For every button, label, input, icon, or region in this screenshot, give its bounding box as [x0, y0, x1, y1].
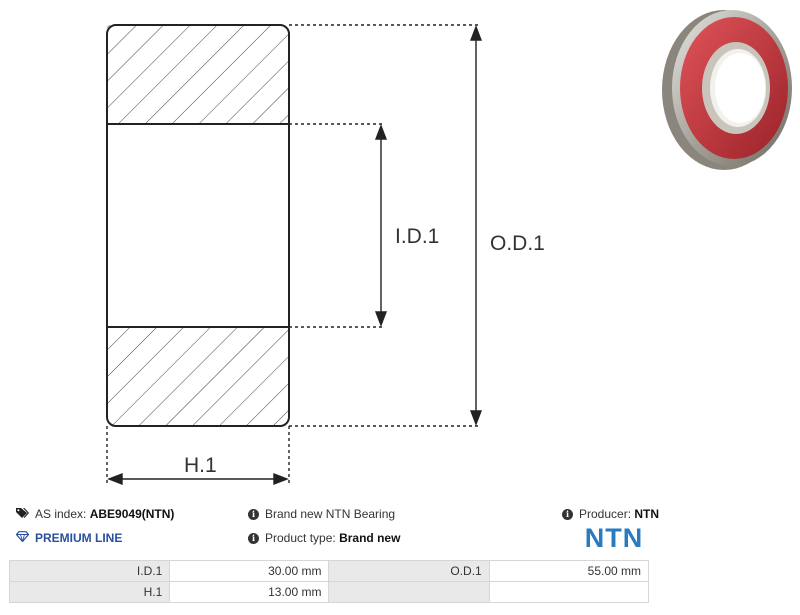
producer-value: NTN	[634, 507, 660, 521]
id-label: I.D.1	[395, 225, 439, 248]
table-row: I.D.1 30.00 mm O.D.1 55.00 mm	[8, 560, 650, 582]
ntn-logo-text: NTN	[585, 524, 644, 550]
spec-value: 30.00 mm	[169, 560, 330, 582]
info-icon: i	[562, 508, 573, 520]
spec-key: H.1	[8, 581, 171, 603]
h-arrow-left	[107, 472, 123, 486]
spec-value: 13.00 mm	[169, 581, 330, 603]
brand-new-line: i Brand new NTN Bearing	[248, 507, 395, 521]
producer-label: Producer:	[579, 507, 632, 521]
upper-section-hatch	[107, 25, 289, 124]
spec-table: I.D.1 30.00 mm O.D.1 55.00 mm H.1 13.00 …	[8, 560, 650, 603]
h-arrow-right	[273, 472, 289, 486]
spec-key: I.D.1	[8, 560, 171, 582]
spec-value: 55.00 mm	[488, 560, 650, 582]
as-index-line: AS index: ABE9049(NTN)	[16, 507, 174, 521]
producer-line: i Producer: NTN	[562, 507, 659, 521]
brand-new-text: Brand new NTN Bearing	[265, 507, 396, 521]
as-index-value: ABE9049(NTN)	[89, 507, 175, 521]
h-label: H.1	[184, 454, 217, 477]
bearing-outline	[106, 24, 290, 427]
diamond-icon	[15, 531, 30, 545]
id-arrow-bottom	[374, 311, 388, 327]
as-index-label: AS index:	[35, 507, 87, 521]
od-label: O.D.1	[490, 232, 545, 255]
product-type-line: i Product type: Brand new	[248, 531, 400, 545]
product-type-label: Product type:	[265, 531, 336, 545]
id-arrow-top	[374, 124, 388, 140]
tags-icon	[16, 507, 29, 521]
ntn-logo: NTN	[585, 524, 644, 550]
table-row: H.1 13.00 mm	[8, 581, 650, 603]
premium-line-label: PREMIUM LINE	[35, 531, 123, 545]
bearing-photo	[662, 10, 792, 170]
info-icon: i	[248, 508, 259, 520]
od-arrow-top	[469, 25, 483, 41]
spec-value	[488, 581, 650, 603]
lower-section-hatch	[107, 327, 289, 426]
product-type-value: Brand new	[339, 531, 401, 545]
spec-key: O.D.1	[328, 560, 490, 582]
od-arrow-bottom	[469, 410, 483, 426]
info-icon: i	[248, 532, 259, 544]
spec-key	[328, 581, 490, 603]
premium-line-badge: PREMIUM LINE	[15, 531, 123, 545]
bearing-dimension-drawing: I.D.1 O.D.1 H.1	[106, 24, 545, 486]
